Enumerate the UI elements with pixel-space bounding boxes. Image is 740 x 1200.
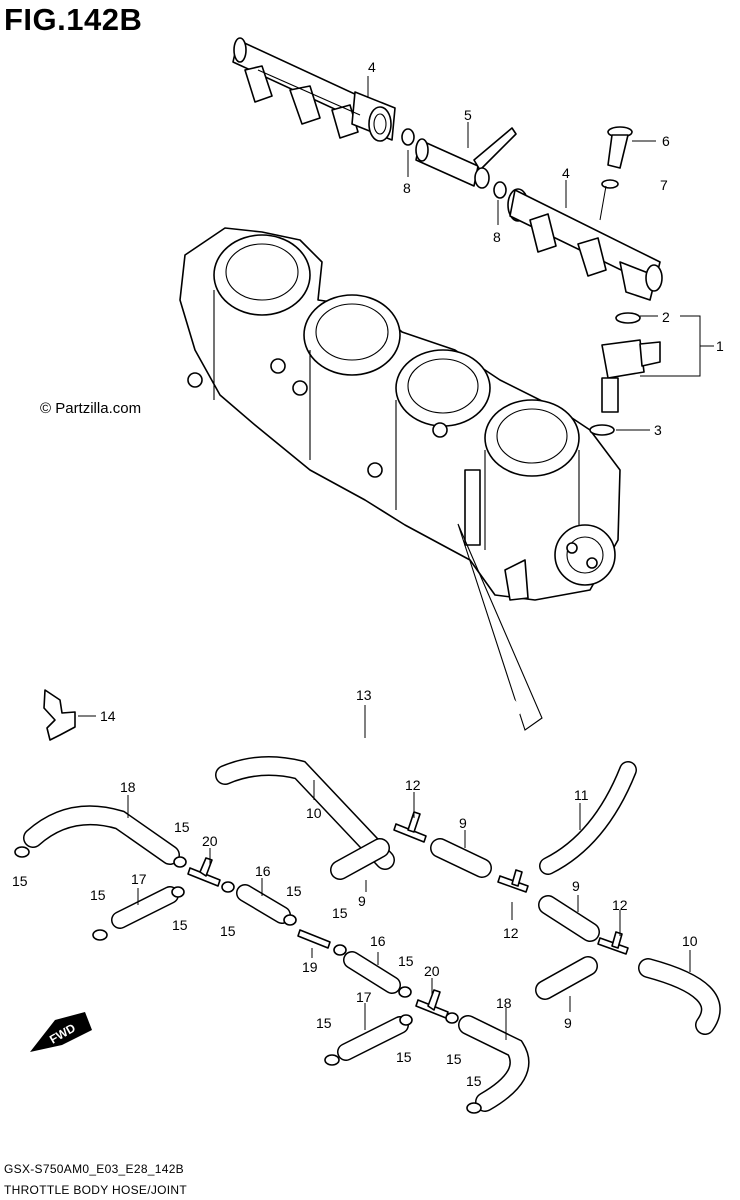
delivery-pipe-lower xyxy=(507,188,663,301)
callout-15-l: 15 xyxy=(466,1073,482,1089)
hose-clamps-15 xyxy=(14,846,482,1114)
callout-17-upper: 17 xyxy=(131,871,147,887)
callout-8-upper: 8 xyxy=(403,180,411,196)
callout-8-lower: 8 xyxy=(493,229,501,245)
callout-16-lower: 16 xyxy=(370,933,386,949)
callout-19: 19 xyxy=(302,959,318,975)
callout-9-c: 9 xyxy=(572,878,580,894)
callout-1: 1 xyxy=(716,338,724,354)
callout-12-middle: 12 xyxy=(503,925,519,941)
bolt-6 xyxy=(601,126,633,189)
callout-15-c: 15 xyxy=(286,883,302,899)
callout-5: 5 xyxy=(464,107,472,123)
callout-11: 11 xyxy=(574,787,589,803)
callout-15-g: 15 xyxy=(332,905,348,921)
callout-15-i: 15 xyxy=(316,1015,332,1031)
callout-18-lower: 18 xyxy=(496,995,512,1011)
callout-15-b: 15 xyxy=(12,873,28,889)
callout-numbers: 4 5 6 7 8 4 8 2 1 3 13 14 18 10 12 11 9 … xyxy=(12,59,724,1089)
joint-5 xyxy=(415,127,517,199)
callout-15-h: 15 xyxy=(398,953,414,969)
callout-7: 7 xyxy=(660,177,668,193)
callout-16-upper: 16 xyxy=(255,863,271,879)
model-code: GSX-S750AM0_E03_E28_142B xyxy=(4,1162,184,1176)
fuel-injector xyxy=(589,312,661,436)
hoses xyxy=(23,756,721,1112)
throttle-body-assembly xyxy=(179,227,621,601)
callout-15-f: 15 xyxy=(220,923,236,939)
leader-lines xyxy=(78,76,714,1040)
callout-2: 2 xyxy=(662,309,670,325)
callout-9-a: 9 xyxy=(459,815,467,831)
figure-title: FIG.142B xyxy=(4,2,143,37)
delivery-pipe-upper xyxy=(232,37,396,142)
forward-arrow-icon: FWD xyxy=(30,1012,92,1052)
callout-9-d: 9 xyxy=(564,1015,572,1031)
callout-4-lower: 4 xyxy=(562,165,570,181)
callout-20-lower: 20 xyxy=(424,963,440,979)
callout-3: 3 xyxy=(654,422,662,438)
detail-pointer xyxy=(457,523,543,731)
hose-13 xyxy=(52,594,522,758)
watermark: © Partzilla.com xyxy=(40,400,142,417)
callout-6: 6 xyxy=(662,133,670,149)
callout-9-b: 9 xyxy=(358,893,366,909)
clamp-14 xyxy=(43,689,76,741)
tee-joints xyxy=(187,811,629,1019)
callout-15-k: 15 xyxy=(446,1051,462,1067)
callout-4: 4 xyxy=(368,59,376,75)
figure-description: THROTTLE BODY HOSE/JOINT xyxy=(4,1183,187,1197)
callout-10-lower: 10 xyxy=(682,933,698,949)
callout-12-right: 12 xyxy=(612,897,628,913)
callout-15-a: 15 xyxy=(174,819,190,835)
callout-13: 13 xyxy=(356,687,372,703)
callout-20-upper: 20 xyxy=(202,833,218,849)
o-ring-8-upper xyxy=(401,128,415,146)
callout-15-j: 15 xyxy=(396,1049,412,1065)
callout-18-upper: 18 xyxy=(120,779,136,795)
callout-10-upper: 10 xyxy=(306,805,322,821)
callout-15-d: 15 xyxy=(90,887,106,903)
callout-12-upper: 12 xyxy=(405,777,421,793)
callout-14: 14 xyxy=(100,708,116,724)
callout-17-lower: 17 xyxy=(356,989,372,1005)
callout-15-e: 15 xyxy=(172,917,188,933)
